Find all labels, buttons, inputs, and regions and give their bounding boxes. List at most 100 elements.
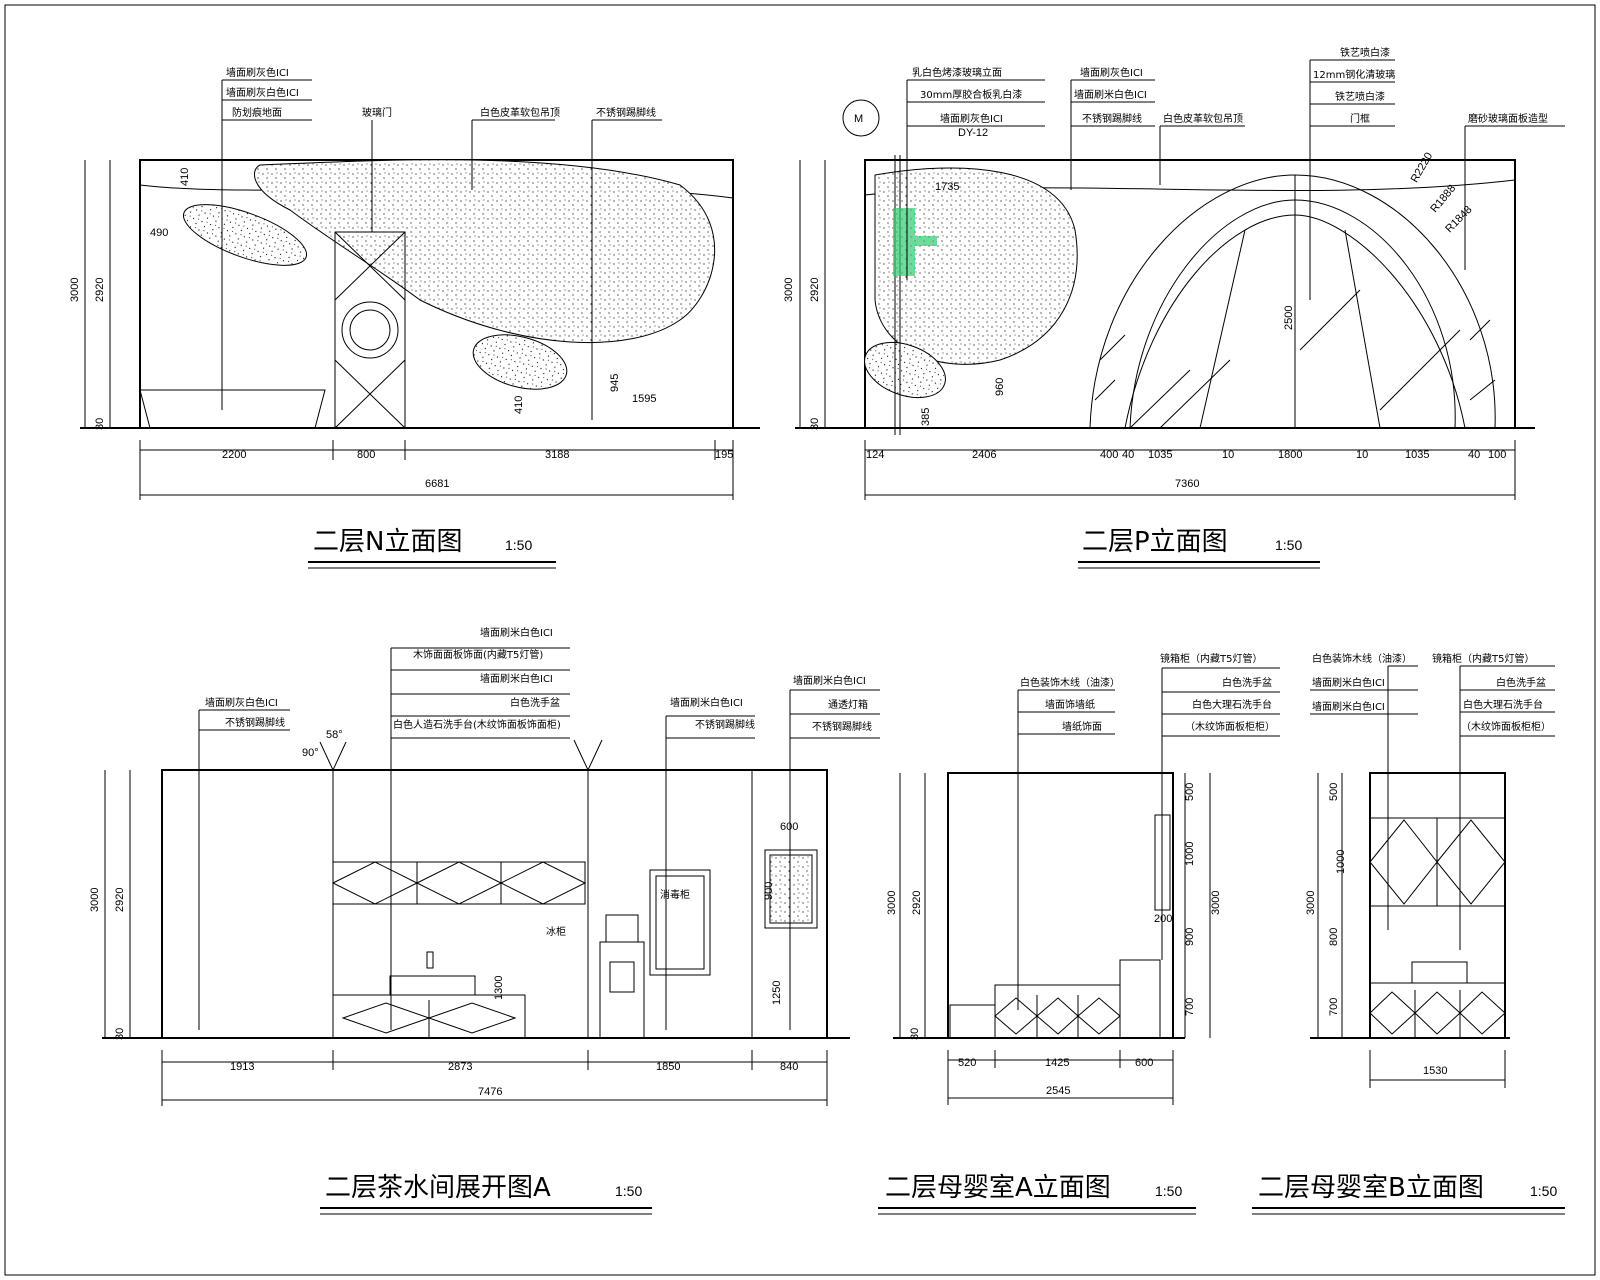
note: 不锈钢踢脚线	[812, 720, 872, 733]
drawing-scale: 1:50	[505, 537, 532, 553]
note: 铁艺喷白漆	[1335, 90, 1385, 103]
height-label: 2920	[911, 891, 923, 915]
dim-label: 960	[994, 378, 1006, 396]
height-label: 3000	[886, 891, 898, 915]
drawing-title: 二层母婴室A立面图	[885, 1173, 1111, 1203]
note: 墙面饰墙纸	[1045, 698, 1095, 711]
dim-label: 7360	[1175, 478, 1199, 490]
dim-label: 490	[150, 227, 168, 239]
dim-label: 40	[1122, 449, 1134, 461]
faucet	[426, 951, 434, 969]
height-label: 30	[909, 1028, 921, 1040]
base-cabinet	[1369, 982, 1506, 1039]
sheet-border	[4, 4, 1596, 1276]
height-label: 3000	[1210, 891, 1222, 915]
height-label: 900	[1184, 928, 1196, 946]
dim-label: 1735	[935, 181, 959, 193]
note: 不锈钢踢脚线	[225, 716, 285, 729]
text-block	[915, 236, 937, 246]
dim-label: 1850	[656, 1061, 680, 1073]
drawing-title: 二层茶水间展开图A	[325, 1173, 551, 1203]
dim-label: 10	[1222, 449, 1234, 461]
note: 12mm钢化清玻璃	[1313, 68, 1395, 81]
dim-label: 1595	[632, 393, 656, 405]
dim-label: 7476	[478, 1086, 502, 1098]
dim-label: R1848	[1443, 204, 1474, 235]
dim-label: R2220	[1409, 151, 1436, 185]
dim-label: 945	[609, 374, 621, 392]
note: 墙面刷灰色ICI	[226, 66, 289, 79]
height-label: 3000	[783, 278, 795, 302]
note: 白色洗手盆	[1496, 676, 1546, 689]
note: 通透灯箱	[828, 698, 868, 711]
note: 不锈钢踢脚线	[1082, 112, 1142, 125]
height-label: 800	[1328, 928, 1340, 946]
bench	[949, 1004, 996, 1039]
note: 白色装饰木线（油漆）	[1312, 652, 1412, 665]
height-label: 1000	[1184, 842, 1196, 866]
note: 墙纸饰面	[1062, 720, 1102, 733]
note: 不锈钢踢脚线	[695, 718, 755, 731]
note: 白色皮革软包吊顶	[1163, 112, 1243, 125]
dim-label: 1250	[771, 981, 783, 1005]
note: 墙面刷米白色ICI	[480, 626, 553, 639]
note: 白色装饰木线（油漆）	[1020, 676, 1120, 689]
dim-label: 1913	[230, 1061, 254, 1073]
note: （木纹饰面板柜柜）	[1185, 720, 1275, 733]
elevation-n: 墙面刷灰色ICI 墙面刷灰白色ICI 防划痕地面 玻璃门 白色皮革软包吊顶 不锈…	[69, 66, 760, 569]
height-label: 3000	[1305, 891, 1317, 915]
dim-label: 800	[357, 449, 375, 461]
note: 墙面刷米白色ICI	[480, 672, 553, 685]
note: 白色大理石洗手台	[1463, 698, 1543, 711]
ceiling-panel	[253, 159, 716, 344]
height-label: 700	[1328, 998, 1340, 1016]
drawing-title: 二层N立面图	[313, 527, 462, 557]
height-label: 2920	[94, 278, 106, 302]
note: 铁艺喷白漆	[1340, 46, 1390, 59]
height-label: 30	[114, 1028, 126, 1040]
dim-label: 1035	[1148, 449, 1172, 461]
dim-label: 58°	[326, 729, 343, 741]
note: 墙面刷灰白色ICI	[226, 86, 299, 99]
light-box	[764, 849, 818, 929]
sink-basin	[389, 975, 476, 996]
dim-label: 2873	[448, 1061, 472, 1073]
dim-label: 3188	[545, 449, 569, 461]
dim-label: 195	[715, 449, 733, 461]
drawing-title: 二层母婴室B立面图	[1258, 1173, 1484, 1203]
wall-panel-left	[182, 204, 308, 266]
height-label: 2920	[809, 278, 821, 302]
height-label: 500	[1328, 783, 1340, 801]
note: 墙面刷灰色ICI	[940, 112, 1003, 125]
sink-basin	[1411, 961, 1468, 984]
dim-label: 2200	[222, 449, 246, 461]
drawing-scale: 1:50	[1530, 1183, 1557, 1199]
water-dispenser	[599, 941, 645, 1039]
dim-label: 410	[513, 396, 525, 414]
dim-label: 2406	[972, 449, 996, 461]
dim-label: 400	[1100, 449, 1118, 461]
dim-label: 10	[1356, 449, 1368, 461]
note: 不锈钢踢脚线	[596, 106, 656, 119]
label: 冰柜	[546, 925, 566, 938]
dim-label: 1800	[1278, 449, 1302, 461]
sterilizer-cabinet	[649, 869, 711, 976]
note: 门框	[1350, 112, 1370, 125]
dim-label: 124	[866, 449, 884, 461]
note: 木饰面面板饰面(内藏T5灯管)	[413, 648, 543, 661]
dim-label: 385	[920, 408, 932, 426]
dim-label: 520	[958, 1057, 976, 1069]
dim-label: 2500	[1283, 306, 1295, 330]
glass-door	[334, 231, 406, 429]
note: 30mm厚胶合板乳白漆	[920, 88, 1022, 101]
note: 磨砂玻璃面板造型	[1468, 112, 1548, 125]
note: 墙面刷米白色ICI	[670, 696, 743, 709]
note: DY-12	[958, 127, 988, 139]
drawing-scale: 1:50	[1155, 1183, 1182, 1199]
dim-label: 6681	[425, 478, 449, 490]
upper-cabinet	[332, 861, 586, 905]
note: 乳白色烤漆玻璃立面	[912, 66, 1002, 79]
note: 墙面刷米白色ICI	[1312, 676, 1385, 689]
note: 镜箱柜（内藏T5灯管）	[1160, 652, 1262, 665]
drawing-title: 二层P立面图	[1082, 527, 1228, 557]
